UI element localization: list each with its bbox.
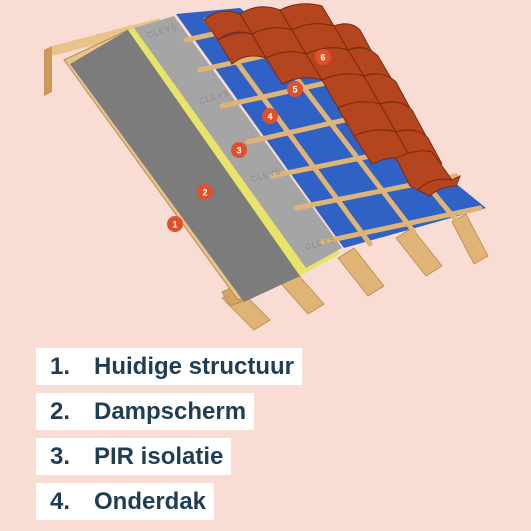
legend-item-2: 2. Dampscherm <box>36 393 255 430</box>
legend-number: 3. <box>50 442 71 470</box>
legend-item-3: 3. PIR isolatie <box>36 438 232 475</box>
svg-text:3: 3 <box>236 146 241 156</box>
pir-insulation-layer <box>134 16 342 268</box>
marker-1: 1 <box>167 216 183 232</box>
legend-label: Huidige structuur <box>94 352 295 380</box>
svg-text:6: 6 <box>320 53 325 63</box>
svg-text:2: 2 <box>202 188 207 198</box>
marker-4: 4 <box>262 108 278 124</box>
marker-3: 3 <box>231 142 247 158</box>
legend-label: PIR isolatie <box>94 442 224 470</box>
legend-number: 1. <box>50 352 71 380</box>
marker-2: 2 <box>197 184 213 200</box>
layer-markers: 1 2 3 4 5 6 <box>167 49 331 232</box>
legend-label: Onderdak <box>94 487 207 515</box>
legend-item-1: 1. Huidige structuur <box>36 348 303 385</box>
marker-6: 6 <box>315 49 331 65</box>
roof-tiles <box>203 3 461 197</box>
legend-label: Dampscherm <box>94 397 247 425</box>
svg-text:4: 4 <box>267 112 272 122</box>
svg-text:1: 1 <box>172 220 177 230</box>
legend-number: 4. <box>50 487 71 515</box>
legend-item-4: 4. Onderdak <box>36 483 215 520</box>
roof-build-up-diagram: CLEYS CLEYS CLEYS CLEYS 1 2 3 4 5 6 <box>44 3 489 331</box>
legend-number: 2. <box>50 397 71 425</box>
ridge-beam <box>44 18 160 96</box>
vapour-barrier-layer <box>70 30 300 302</box>
svg-text:5: 5 <box>292 85 297 95</box>
marker-5: 5 <box>287 81 303 97</box>
